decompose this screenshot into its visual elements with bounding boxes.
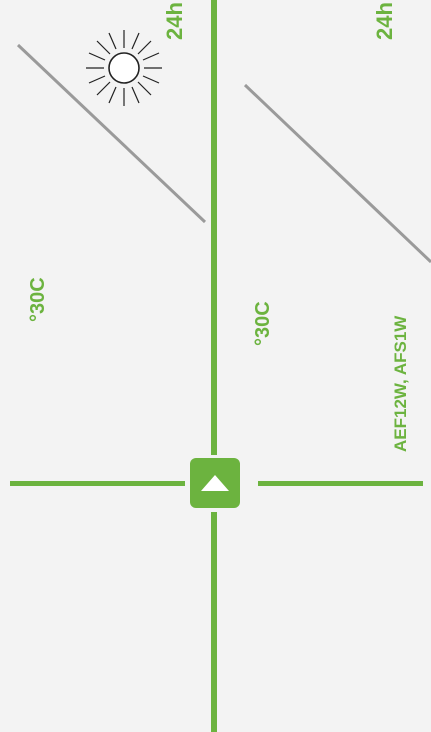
vertical-divider-bottom: [211, 512, 217, 732]
triangle-up-icon: [200, 474, 230, 492]
wash-temp-label: °30C: [27, 277, 50, 322]
divider-button[interactable]: [190, 458, 240, 508]
dry-time-label: 24h: [372, 2, 398, 40]
filter-model-label: AEF12W, AFS1W: [391, 316, 411, 452]
horizontal-divider-right: [258, 481, 423, 486]
wash-temp-label: °30C: [252, 301, 275, 346]
sun-icon: [86, 30, 162, 106]
diagonal-separator-right: [245, 85, 431, 262]
vertical-divider-top: [211, 0, 217, 455]
dry-time-label: 24h: [162, 2, 188, 40]
horizontal-divider-left: [10, 481, 185, 486]
